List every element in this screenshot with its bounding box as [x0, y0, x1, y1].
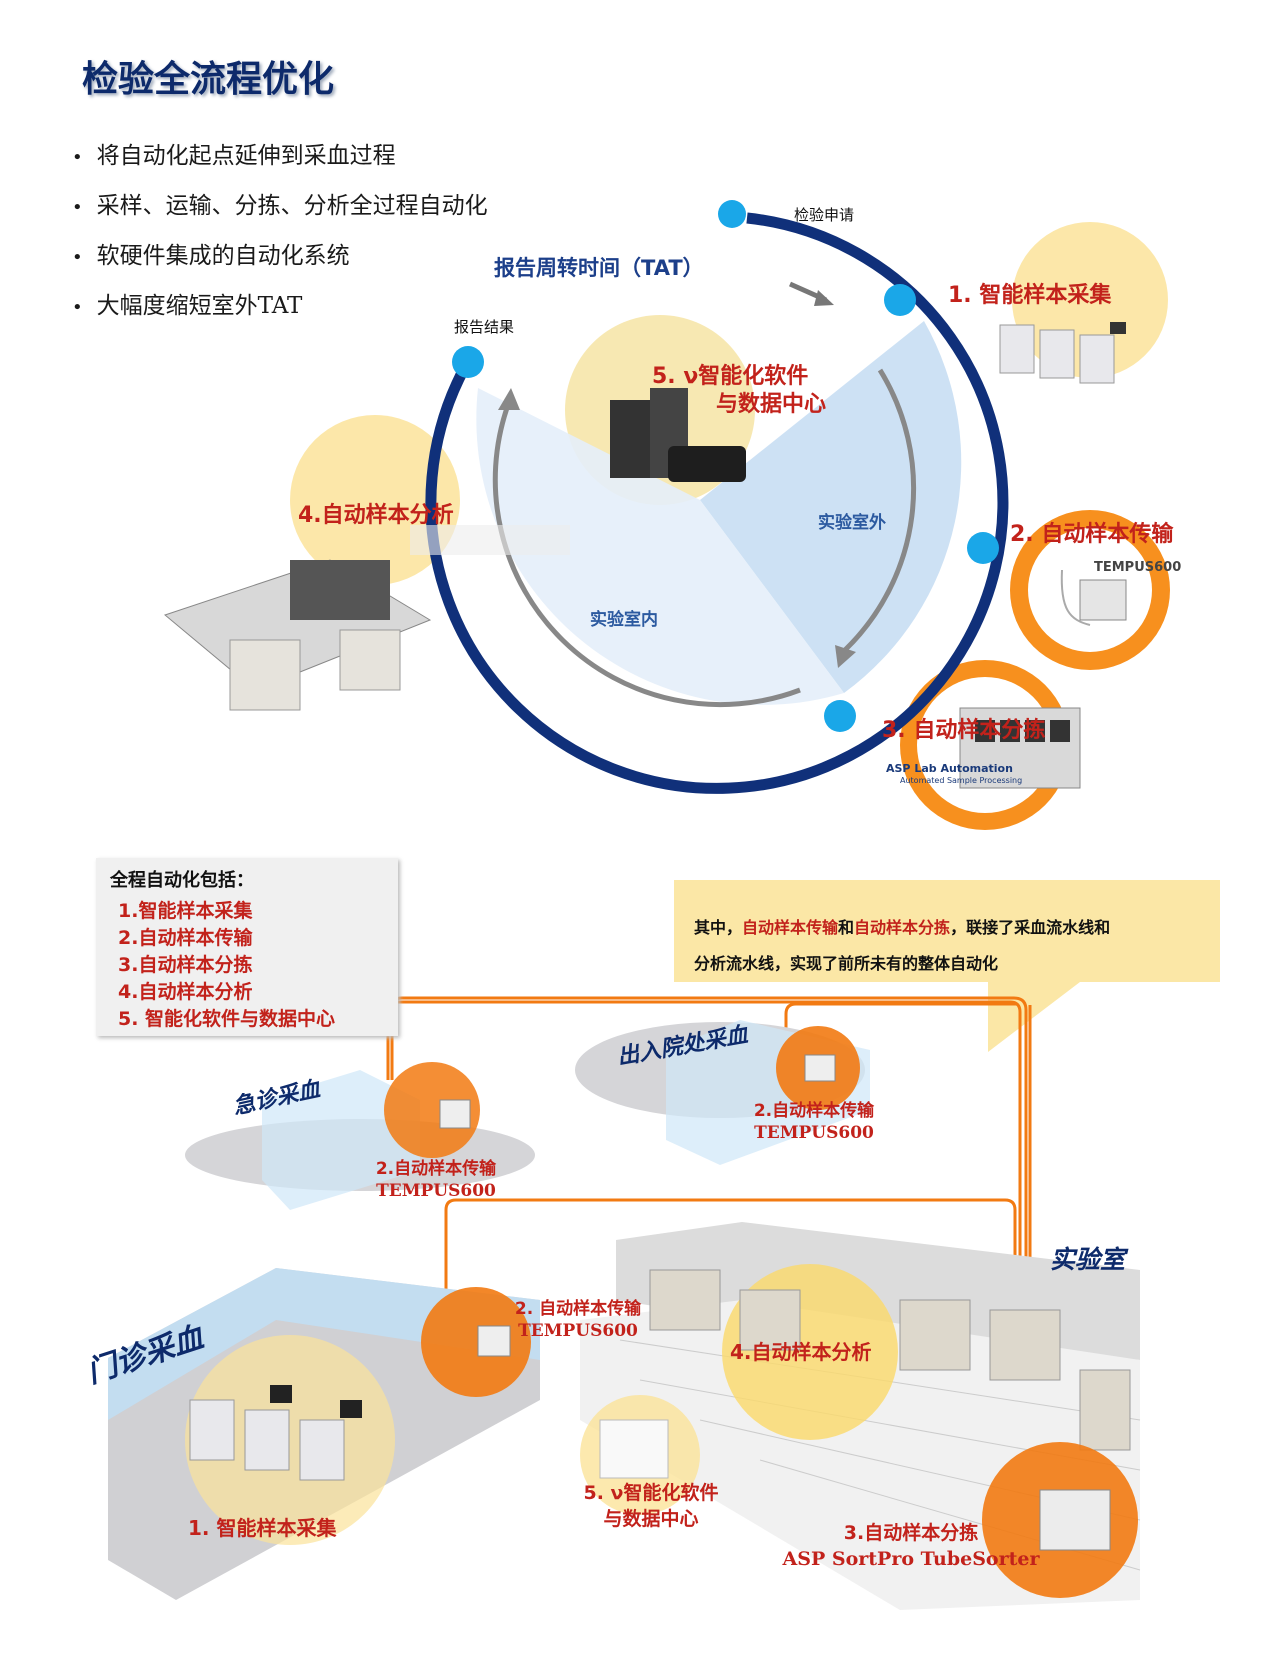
page-title: 检验全流程优化: [82, 58, 335, 100]
summary-item: 3.自动样本分拣: [118, 954, 253, 976]
inside-lab-label: 实验室内: [590, 610, 658, 630]
dot-start: [718, 200, 746, 228]
dot-node3: [824, 700, 856, 732]
emergency-tempus-glow: [384, 1062, 480, 1158]
lab-label: 实验室: [1050, 1245, 1126, 1274]
lab-analysis-label: 4.自动样本分析: [730, 1340, 872, 1364]
node4-label: 4.自动样本分析: [298, 503, 454, 528]
outpatient-desks: [189, 1385, 362, 1481]
node5-label-line2: 与数据中心: [716, 392, 827, 417]
outside-lab-label: 实验室外: [818, 513, 886, 533]
node1-label: 1. 智能样本采集: [948, 283, 1112, 308]
dot-node2: [967, 532, 999, 564]
sorter-illustration: [959, 707, 1081, 789]
tat-arrow-head: [814, 290, 834, 306]
inside-lab-sector: [476, 388, 844, 705]
dot-end: [452, 346, 484, 378]
outpatient-collect-label: 1. 智能样本采集: [188, 1516, 337, 1540]
bullet-item: 软硬件集成的自动化系统: [72, 232, 488, 282]
tempus-illustration: [1060, 569, 1127, 626]
inner-arrow-left: [492, 404, 801, 708]
asp-brand: ASP Lab Automation: [886, 762, 1013, 775]
collection-desks-illustration: [999, 322, 1126, 384]
summary-item: 4.自动样本分析: [118, 981, 253, 1003]
summary-item: 5. 智能化软件与数据中心: [118, 1008, 336, 1030]
inner-arrow-right-head: [835, 645, 856, 668]
outpatient-collect-glow: [185, 1335, 395, 1545]
outpatient-tempus-device: [477, 1325, 511, 1357]
bullet-item: 大幅度缩短室外TAT: [72, 282, 488, 332]
bullet-list: 将自动化起点延伸到采血过程 采样、运输、分拣、分析全过程自动化 软硬件集成的自动…: [72, 132, 488, 332]
outside-lab-sector: [700, 321, 962, 693]
lab-analyzers: [649, 1269, 1131, 1451]
emergency-tempus-device: [439, 1099, 471, 1129]
emergency-room: [262, 1070, 420, 1210]
summary-item: 2.自动样本传输: [118, 927, 253, 949]
callout-line2: 分析流水线，实现了前所未有的整体自动化: [694, 954, 999, 973]
callout-box: [674, 880, 1220, 1052]
dot-node1: [884, 284, 916, 316]
inner-arrow-right: [843, 368, 917, 652]
inpatient-tempus-device: [804, 1054, 836, 1082]
asp-subtitle: Automated Sample Processing: [900, 776, 1023, 785]
analyzer-line-illustration: [163, 525, 570, 711]
node2-label: 2. 自动样本传输: [1010, 522, 1174, 547]
node5-label-line1: 5. ν智能化软件: [652, 364, 809, 389]
tat-label: 报告周转时间（TAT）: [494, 256, 704, 280]
inner-arrow-left-head: [498, 388, 520, 410]
callout-text: 其中，自动样本传输和自动样本分拣，联接了采血流水线和 分析流水线，实现了前所未有…: [694, 910, 1214, 982]
lab-software-label: 5. ν智能化软件与数据中心: [583, 1482, 719, 1530]
cycle-arc: [425, 212, 1009, 794]
bullet-item: 采样、运输、分拣、分析全过程自动化: [72, 182, 488, 232]
tempus-brand: TEMPUS600: [1094, 560, 1182, 575]
outpatient-walls: [108, 1268, 540, 1420]
summary-heading: 全程自动化包括：: [110, 870, 254, 891]
server-illustration: [610, 388, 746, 482]
node3-label: 3. 自动样本分拣: [882, 718, 1046, 743]
outpatient-tempus-glow: [421, 1287, 531, 1397]
result-label: 报告结果: [454, 318, 515, 336]
lab-sorter-device: [1039, 1489, 1111, 1551]
lab-software-box: [599, 1419, 669, 1479]
callout-line1: 其中，自动样本传输和自动样本分拣，联接了采血流水线和: [694, 918, 1111, 937]
bullet-item: 将自动化起点延伸到采血过程: [72, 132, 488, 182]
summary-item: 1.智能样本采集: [118, 900, 253, 922]
automation-summary-box: 全程自动化包括： 1.智能样本采集 2.自动样本传输 3.自动样本分拣 4.自动…: [96, 858, 398, 1036]
request-label: 检验申请: [794, 206, 855, 224]
